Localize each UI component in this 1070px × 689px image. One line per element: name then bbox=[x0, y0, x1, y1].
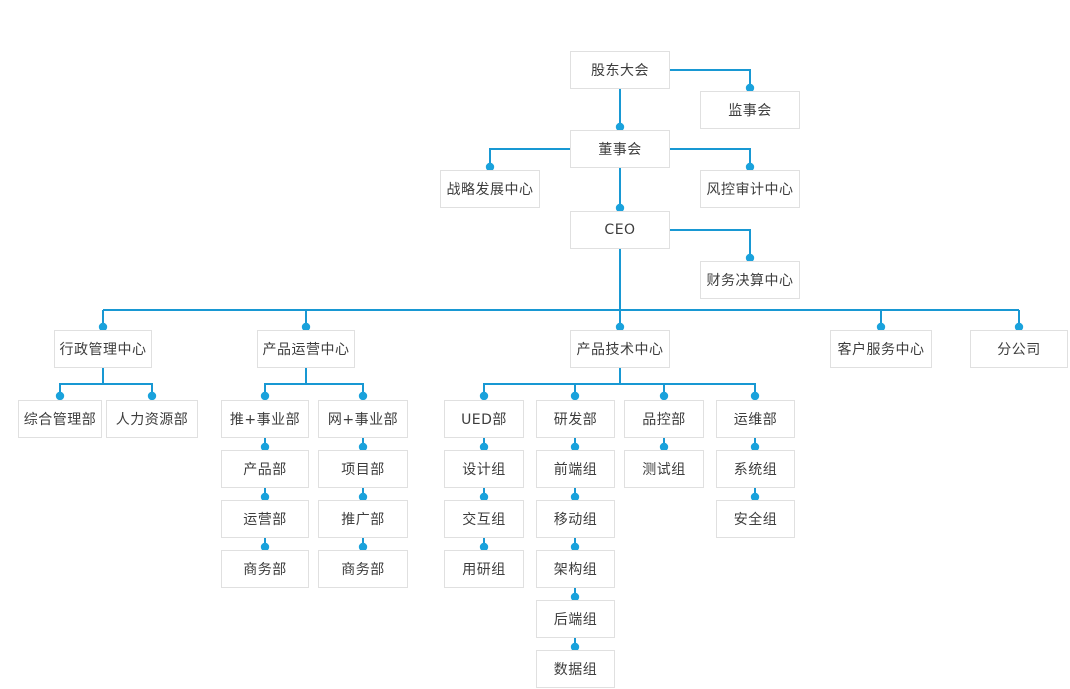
node-backend[interactable]: 后端组 bbox=[536, 600, 615, 638]
node-supervisors[interactable]: 监事会 bbox=[700, 91, 800, 129]
edge-ceo-finance bbox=[670, 229, 751, 258]
node-product-tech[interactable]: 产品技术中心 bbox=[570, 330, 670, 368]
node-ops[interactable]: 运维部 bbox=[716, 400, 795, 438]
node-tui-division[interactable]: 推+事业部 bbox=[221, 400, 309, 438]
node-interaction[interactable]: 交互组 bbox=[444, 500, 524, 538]
node-strategy[interactable]: 战略发展中心 bbox=[440, 170, 540, 208]
connector-dot bbox=[570, 592, 580, 602]
edge-shareholders-supervisors bbox=[670, 69, 751, 88]
connector-dot bbox=[479, 542, 489, 552]
connector-dot bbox=[260, 542, 270, 552]
connector-dot bbox=[358, 492, 368, 502]
connector-dot bbox=[98, 322, 108, 332]
connector-dot bbox=[260, 492, 270, 502]
node-wang-division[interactable]: 网+事业部 bbox=[318, 400, 408, 438]
node-design[interactable]: 设计组 bbox=[444, 450, 524, 488]
connector-dot bbox=[570, 442, 580, 452]
node-risk[interactable]: 风控审计中心 bbox=[700, 170, 800, 208]
node-business-dept-1[interactable]: 商务部 bbox=[221, 550, 309, 588]
connector-dot bbox=[358, 391, 368, 401]
connector-dot bbox=[479, 492, 489, 502]
connector-dot bbox=[570, 542, 580, 552]
connector-dot bbox=[55, 391, 65, 401]
node-finance[interactable]: 财务决算中心 bbox=[700, 261, 800, 299]
connector-dot bbox=[147, 391, 157, 401]
node-data-group[interactable]: 数据组 bbox=[536, 650, 615, 688]
edge-board-strategy bbox=[489, 148, 570, 167]
connector-dot bbox=[479, 391, 489, 401]
node-mobile[interactable]: 移动组 bbox=[536, 500, 615, 538]
connector-dot bbox=[1014, 322, 1024, 332]
connector-dot bbox=[745, 162, 755, 172]
node-general[interactable]: 综合管理部 bbox=[18, 400, 102, 438]
node-project-dept[interactable]: 项目部 bbox=[318, 450, 408, 488]
connector-dot bbox=[659, 442, 669, 452]
connector-dot bbox=[479, 442, 489, 452]
node-product-ops[interactable]: 产品运营中心 bbox=[257, 330, 355, 368]
node-operations-dept[interactable]: 运营部 bbox=[221, 500, 309, 538]
node-rd[interactable]: 研发部 bbox=[536, 400, 615, 438]
node-security[interactable]: 安全组 bbox=[716, 500, 795, 538]
connector-dot bbox=[260, 391, 270, 401]
node-promotion-dept[interactable]: 推广部 bbox=[318, 500, 408, 538]
node-shareholders[interactable]: 股东大会 bbox=[570, 51, 670, 89]
branch-product-tech-rail bbox=[483, 383, 756, 396]
node-hr[interactable]: 人力资源部 bbox=[106, 400, 198, 438]
connector-dot bbox=[750, 391, 760, 401]
connector-dot bbox=[750, 442, 760, 452]
connector-dot bbox=[485, 162, 495, 172]
node-qa[interactable]: 品控部 bbox=[624, 400, 704, 438]
node-board[interactable]: 董事会 bbox=[570, 130, 670, 168]
node-frontend[interactable]: 前端组 bbox=[536, 450, 615, 488]
connector-dot bbox=[615, 322, 625, 332]
connector-dot bbox=[876, 322, 886, 332]
node-business-dept-2[interactable]: 商务部 bbox=[318, 550, 408, 588]
connector-dot bbox=[301, 322, 311, 332]
connector-dot bbox=[745, 253, 755, 263]
connector-dot bbox=[260, 442, 270, 452]
connector-dot bbox=[570, 642, 580, 652]
connector-dot bbox=[659, 391, 669, 401]
node-customer-service[interactable]: 客户服务中心 bbox=[830, 330, 932, 368]
connector-dot bbox=[358, 542, 368, 552]
node-product-dept[interactable]: 产品部 bbox=[221, 450, 309, 488]
node-ceo[interactable]: CEO bbox=[570, 211, 670, 249]
connector-dot bbox=[615, 203, 625, 213]
node-architecture[interactable]: 架构组 bbox=[536, 550, 615, 588]
connector-dot bbox=[570, 391, 580, 401]
node-admin[interactable]: 行政管理中心 bbox=[54, 330, 152, 368]
connector-dot bbox=[750, 492, 760, 502]
branch-admin-rail bbox=[59, 383, 153, 396]
node-user-research[interactable]: 用研组 bbox=[444, 550, 524, 588]
node-ued[interactable]: UED部 bbox=[444, 400, 524, 438]
node-branch-company[interactable]: 分公司 bbox=[970, 330, 1068, 368]
connector-dot bbox=[745, 83, 755, 93]
edge-board-risk bbox=[670, 148, 751, 167]
connector-dot bbox=[358, 442, 368, 452]
node-system[interactable]: 系统组 bbox=[716, 450, 795, 488]
node-testing[interactable]: 测试组 bbox=[624, 450, 704, 488]
connector-dot bbox=[615, 122, 625, 132]
connector-dot bbox=[570, 492, 580, 502]
branch-product-ops-rail bbox=[264, 383, 364, 396]
